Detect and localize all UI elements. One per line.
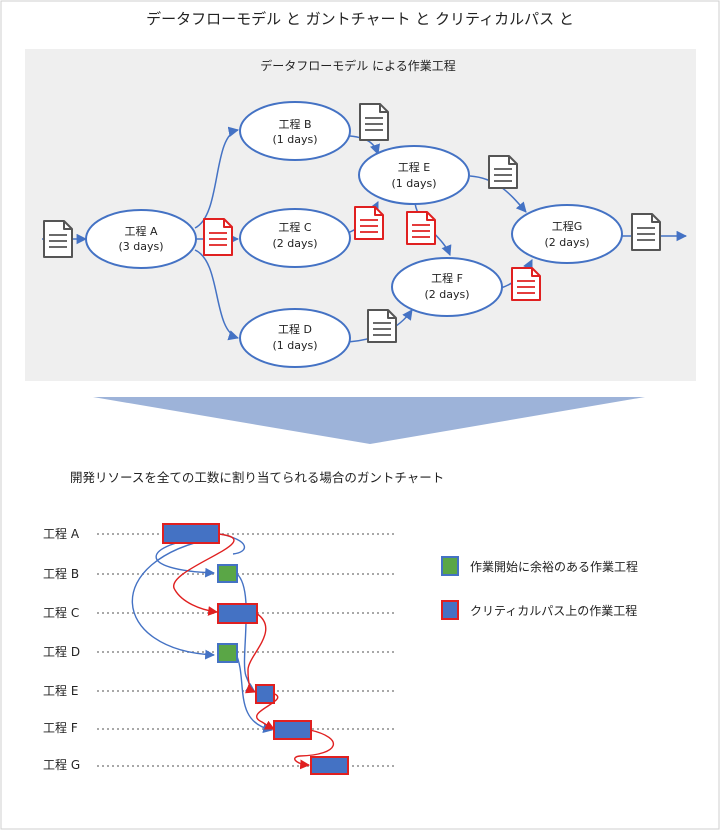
node-c-name: 工程 C [278, 221, 311, 234]
node-e: 工程 E (1 days) [358, 145, 470, 205]
document-icons [43, 103, 661, 343]
document-icon [359, 103, 389, 141]
gantt-bar-f [273, 720, 312, 740]
document-icon [43, 220, 73, 258]
document-icon [488, 155, 518, 189]
node-g-name: 工程G [552, 220, 583, 233]
gantt-bar-b [217, 564, 238, 583]
gantt-row-label: 工程 G [43, 757, 80, 772]
gantt-bars [162, 523, 349, 775]
critical-document-icon [511, 267, 541, 301]
document-icon [631, 213, 661, 251]
flow-a-b [194, 126, 240, 229]
gantt-bar-d [217, 643, 238, 663]
critical-connector [256, 692, 279, 730]
node-a: 工程 A (3 days) [85, 209, 197, 269]
node-e-name: 工程 E [398, 161, 430, 174]
flow-a-d [194, 249, 240, 341]
legend-swatch-critical [441, 600, 459, 620]
gantt-bar-g [310, 756, 349, 775]
gantt-row-label: 工程 A [43, 526, 80, 541]
critical-document-icon [406, 211, 436, 245]
node-d: 工程 D (1 days) [239, 308, 351, 368]
transition-arrow-shape [93, 397, 645, 444]
page-title: データフローモデル と ガントチャート と クリティカルパス と [146, 10, 574, 28]
critical-document-icon [203, 218, 233, 256]
node-f: 工程 F (2 days) [391, 257, 503, 317]
gantt-bar-a [162, 523, 220, 544]
gantt-row-label: 工程 D [43, 644, 80, 659]
node-b: 工程 B (1 days) [239, 101, 351, 161]
critical-connector [244, 612, 267, 694]
gantt-row-label: 工程 E [43, 683, 78, 698]
gantt-row-label: 工程 F [43, 720, 78, 735]
node-f-name: 工程 F [431, 272, 463, 285]
gantt-bar-e [255, 684, 275, 704]
gantt-heading: 開発リソースを全ての工数に割り当てられる場合のガントチャート [70, 470, 444, 485]
document-icon [367, 309, 397, 343]
node-b-duration: (1 days) [272, 133, 317, 146]
node-d-name: 工程 D [278, 323, 312, 336]
dataflow-heading: データフローモデル による作業工程 [260, 58, 455, 73]
node-a-name: 工程 A [124, 225, 157, 238]
node-c: 工程 C (2 days) [239, 208, 351, 268]
gantt-row-label: 工程 B [43, 566, 79, 581]
flow-b-e [349, 135, 380, 155]
critical-connector [294, 729, 334, 770]
gantt-connectors [131, 533, 334, 770]
blue-connector [235, 653, 273, 734]
critical-connector [172, 533, 235, 616]
gantt-rows: 工程 A 工程 B 工程 C 工程 D 工程 E 工程 F 工程 G [43, 526, 395, 772]
gantt-row-label: 工程 C [43, 605, 79, 620]
node-d-duration: (1 days) [272, 339, 317, 352]
gantt-legend: 作業開始に余裕のある作業工程 クリティカルパス上の作業工程 [441, 556, 638, 620]
node-c-duration: (2 days) [272, 237, 317, 250]
node-g: 工程G (2 days) [511, 204, 623, 264]
node-a-duration: (3 days) [118, 240, 163, 253]
node-g-duration: (2 days) [544, 236, 589, 249]
legend-label-normal: 作業開始に余裕のある作業工程 [470, 559, 638, 574]
critical-document-icon [354, 206, 384, 240]
node-b-name: 工程 B [278, 118, 311, 131]
node-e-duration: (1 days) [391, 177, 436, 190]
node-f-duration: (2 days) [424, 288, 469, 301]
legend-label-critical: クリティカルパス上の作業工程 [470, 603, 637, 618]
gantt-bar-c [217, 603, 258, 624]
legend-swatch-normal [441, 556, 459, 576]
blue-connector [131, 537, 216, 660]
